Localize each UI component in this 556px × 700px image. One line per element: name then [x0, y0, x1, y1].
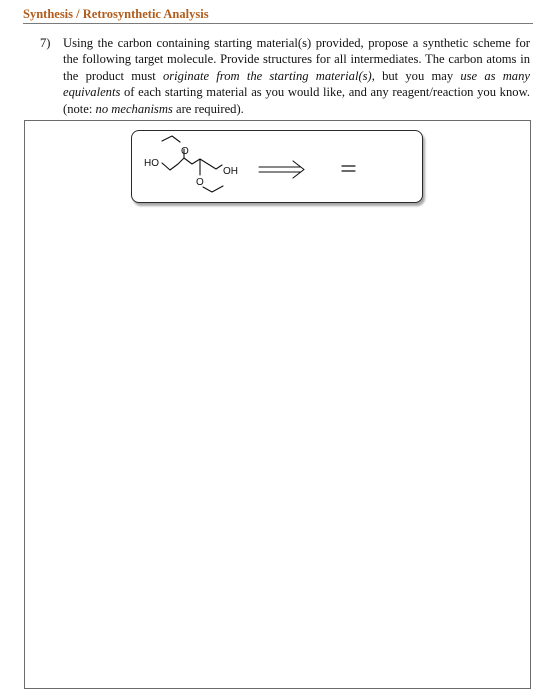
oxygen-label-bottom: O: [196, 177, 204, 188]
retrosynthesis-arrow-icon: [258, 160, 305, 179]
section-title: Synthesis / Retrosynthetic Analysis: [23, 7, 209, 21]
oxygen-label-top: O: [181, 146, 189, 157]
question-text-part: , but you may: [371, 68, 461, 83]
molecule-skeleton-left: [161, 157, 185, 171]
section-header: Synthesis / Retrosynthetic Analysis: [23, 6, 533, 24]
question-text: Using the carbon containing starting mat…: [63, 35, 530, 117]
question-number: 7): [40, 36, 51, 50]
question-emphasis: originate from the starting material(s): [162, 68, 372, 83]
molecule-skeleton-right: [183, 157, 223, 170]
answer-box[interactable]: [24, 120, 531, 689]
question-7: 7) Using the carbon containing starting …: [40, 35, 530, 117]
reaction-scheme-svg: HO O OH O: [144, 135, 356, 193]
ethylene-starting-material-icon: [341, 165, 356, 172]
molecule-ethyl-top: [161, 135, 181, 143]
hydroxyl-label-right: OH: [223, 166, 238, 177]
question-text-part: of each starting material as you would l…: [63, 85, 530, 116]
question-emphasis: no mechanisms: [95, 101, 173, 116]
hydroxyl-label-left: HO: [144, 158, 159, 169]
target-molecule: [161, 135, 224, 193]
question-text-part: are required).: [172, 101, 244, 116]
molecule-ethyl-bottom: [202, 185, 224, 193]
question-text-part: Using the carbon containing starting mat…: [63, 36, 530, 83]
question-emphasis: use as many equivalents: [63, 68, 530, 100]
reaction-scheme-panel: HO O OH O: [131, 130, 423, 203]
